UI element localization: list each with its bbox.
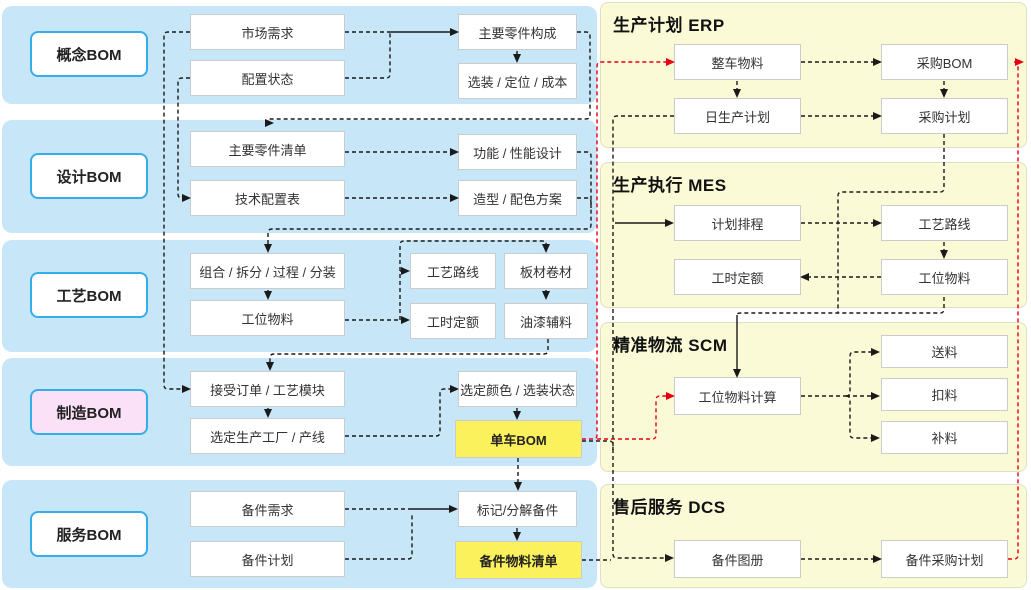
node-tech-config-table: 技术配置表 <box>190 180 345 216</box>
node-option-position-cost: 选装 / 定位 / 成本 <box>458 63 577 99</box>
node-config-status: 配置状态 <box>190 60 345 96</box>
node-function-design: 功能 / 性能设计 <box>458 134 577 170</box>
node-purchase-bom: 采购BOM <box>881 44 1008 80</box>
node-accept-order: 接受订单 / 工艺模块 <box>190 371 345 407</box>
node-vehicle-material: 整车物料 <box>674 44 801 80</box>
node-station-material: 工位物料 <box>190 300 345 336</box>
node-process-bom-label: 工艺BOM <box>30 272 148 318</box>
node-spare-purchase-plan: 备件采购计划 <box>881 540 1008 578</box>
node-mes-station-material: 工位物料 <box>881 259 1008 295</box>
node-spare-atlas: 备件图册 <box>674 540 801 578</box>
node-daily-production-plan: 日生产计划 <box>674 98 801 134</box>
panel-title-scm: 精准物流 SCM <box>613 336 728 355</box>
node-labor-quota: 工时定额 <box>410 303 496 339</box>
node-style-color-plan: 造型 / 配色方案 <box>458 180 577 216</box>
node-spare-plan: 备件计划 <box>190 541 345 577</box>
node-mes-process-route: 工艺路线 <box>881 205 1008 241</box>
node-process-route: 工艺路线 <box>410 253 496 289</box>
node-send-material: 送料 <box>881 335 1008 368</box>
node-spare-material-list: 备件物料清单 <box>455 541 582 579</box>
node-paint-aux: 油漆辅料 <box>504 303 588 339</box>
panel-title-erp: 生产计划 ERP <box>613 16 725 35</box>
node-concept-bom-label: 概念BOM <box>30 31 148 77</box>
node-deduct-material: 扣料 <box>881 378 1008 411</box>
node-select-color: 选定颜色 / 选装状态 <box>458 371 577 407</box>
node-sheet-coil: 板材卷材 <box>504 253 588 289</box>
node-manufacture-bom-label: 制造BOM <box>30 389 148 435</box>
node-select-plant: 选定生产工厂 / 产线 <box>190 418 345 454</box>
node-market-demand: 市场需求 <box>190 14 345 50</box>
node-main-parts-list: 主要零件清单 <box>190 131 345 167</box>
node-station-material-calc: 工位物料计算 <box>674 377 801 415</box>
node-refill-material: 补料 <box>881 421 1008 454</box>
panel-title-mes: 生产执行 MES <box>613 176 727 195</box>
node-design-bom-label: 设计BOM <box>30 153 148 199</box>
node-service-bom-label: 服务BOM <box>30 511 148 557</box>
node-main-parts: 主要零件构成 <box>458 14 577 50</box>
node-mark-split-spare: 标记/分解备件 <box>458 491 577 527</box>
node-spare-demand: 备件需求 <box>190 491 345 527</box>
node-vehicle-bom: 单车BOM <box>455 420 582 458</box>
node-combine-split: 组合 / 拆分 / 过程 / 分装 <box>190 253 345 289</box>
node-mes-labor-quota: 工时定额 <box>674 259 801 295</box>
panel-title-dcs: 售后服务 DCS <box>613 498 726 517</box>
node-plan-schedule: 计划排程 <box>674 205 801 241</box>
node-purchase-plan: 采购计划 <box>881 98 1008 134</box>
